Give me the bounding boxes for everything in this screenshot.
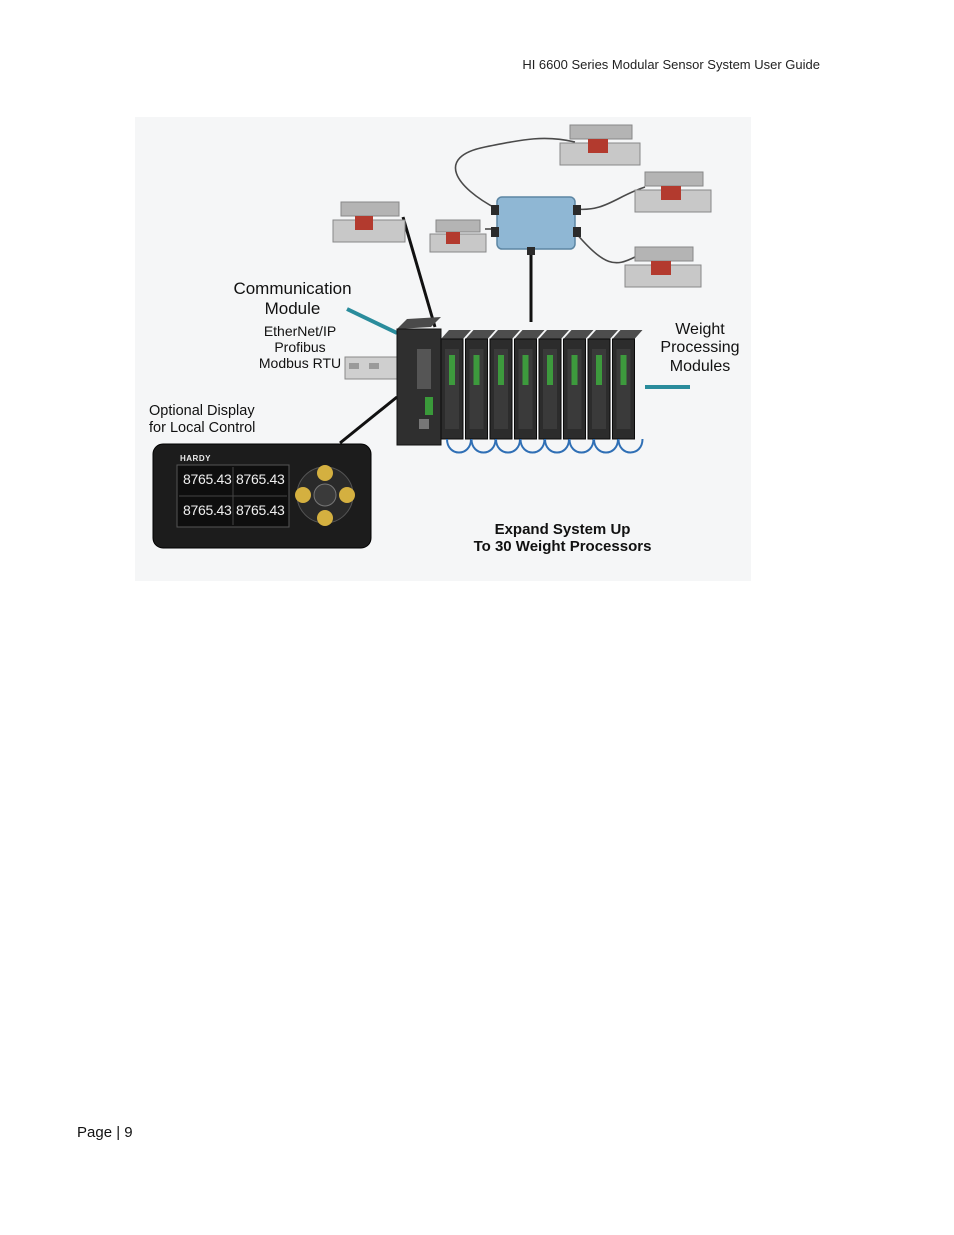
system-diagram-figure: Communication Module EtherNet/IP Profibu… [135, 117, 751, 581]
weight-processing-module [613, 330, 643, 453]
weight-processing-label: Weight Processing Modules [645, 321, 751, 376]
protocol-modbus-rtu: Modbus RTU [245, 355, 355, 371]
optional-display-label: Optional Display for Local Control [149, 403, 274, 436]
junction-box [491, 197, 581, 255]
page-number: Page | 9 [77, 1124, 133, 1141]
display-readout: 8765.43 [183, 502, 232, 518]
display-brand-logo: HARDY [180, 454, 211, 463]
display-readout: 8765.43 [236, 471, 285, 487]
display-readout: 8765.43 [183, 471, 232, 487]
weight-processing-modules-graphic [441, 330, 643, 453]
communication-module-label: Communication Module [225, 279, 360, 318]
running-header: HI 6600 Series Modular Sensor System Use… [500, 57, 820, 72]
protocol-list: EtherNet/IP Profibus Modbus RTU [245, 323, 355, 371]
protocol-profibus: Profibus [245, 339, 355, 355]
expand-system-label: Expand System Up To 30 Weight Processors [455, 521, 670, 556]
display-readout: 8765.43 [236, 502, 285, 518]
communication-module-graphic [397, 317, 441, 445]
protocol-ethernet-ip: EtherNet/IP [245, 323, 355, 339]
